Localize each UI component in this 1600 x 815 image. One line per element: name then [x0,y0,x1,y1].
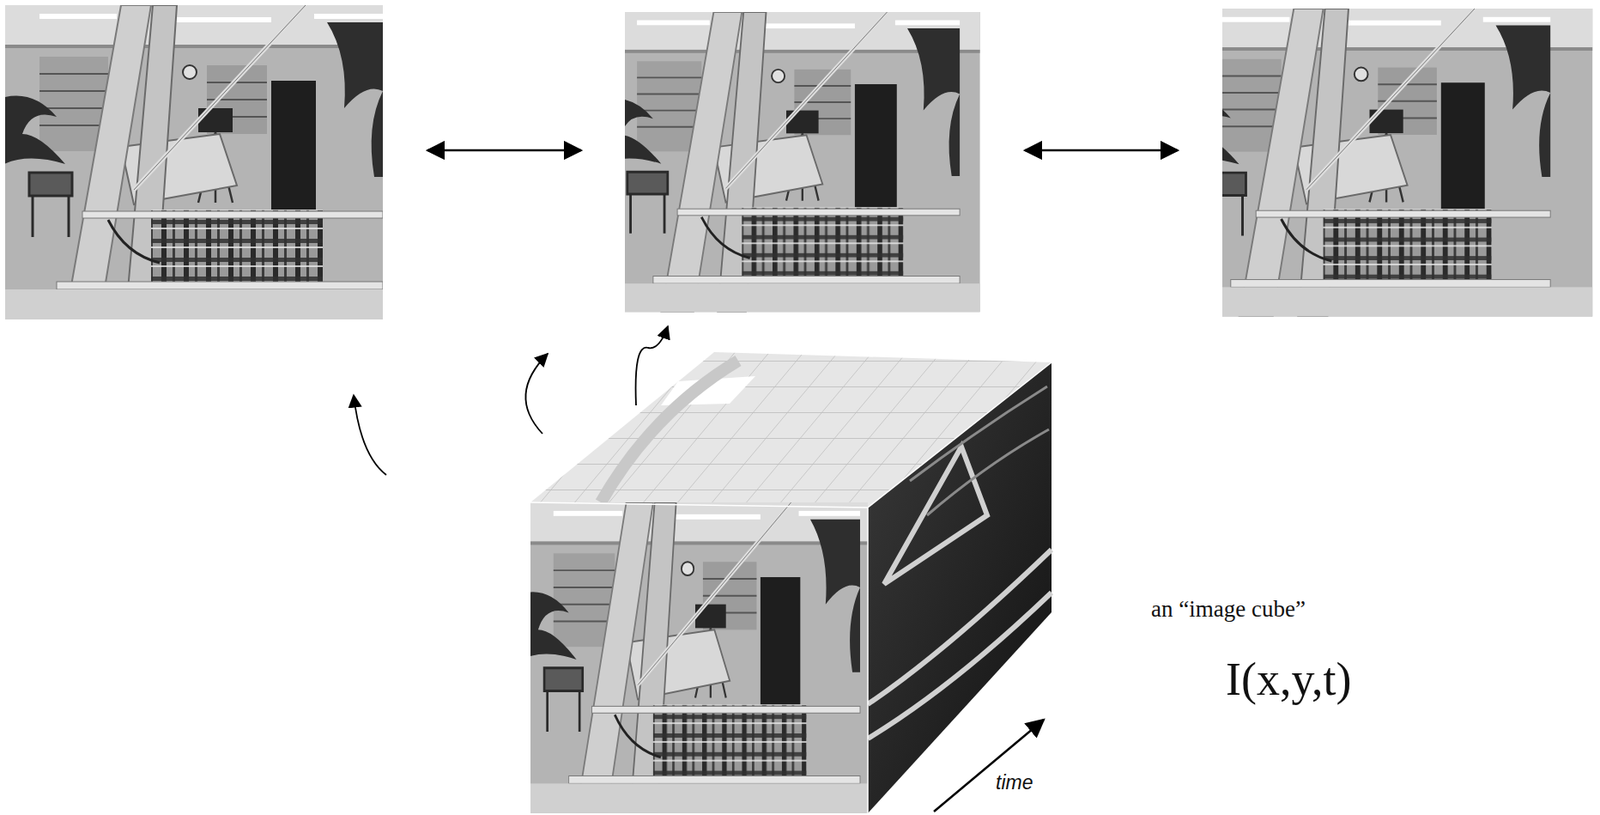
cube-front-face [530,502,868,813]
cube-top-face [600,360,739,503]
frame-middle [572,12,1009,313]
double-arrow [427,149,582,152]
caption-label: an “image cube” [1151,595,1306,623]
curved-arrow [525,353,548,434]
cube-front-face [491,502,906,813]
cube-side-face [867,446,1052,739]
frame-right [1222,8,1593,317]
double-arrow [1024,149,1178,152]
frame-left [5,5,383,320]
frame-right [1222,8,1593,317]
frame-middle [624,12,981,313]
cube-front-face [530,502,868,813]
image-cube [491,351,1052,813]
formula-label: I(x,y,t) [1225,652,1352,706]
axis-label: time [995,770,1033,794]
curved-arrow [636,326,668,406]
cube-side-face [909,386,1049,516]
frame-right [1146,8,1600,317]
cube-side-face [867,362,1052,813]
curved-arrow [353,394,387,475]
frame-left [5,5,383,320]
cube-edge [530,362,1052,813]
time-arrow [933,719,1044,812]
frame-left [0,5,435,320]
frame-middle [624,12,981,313]
